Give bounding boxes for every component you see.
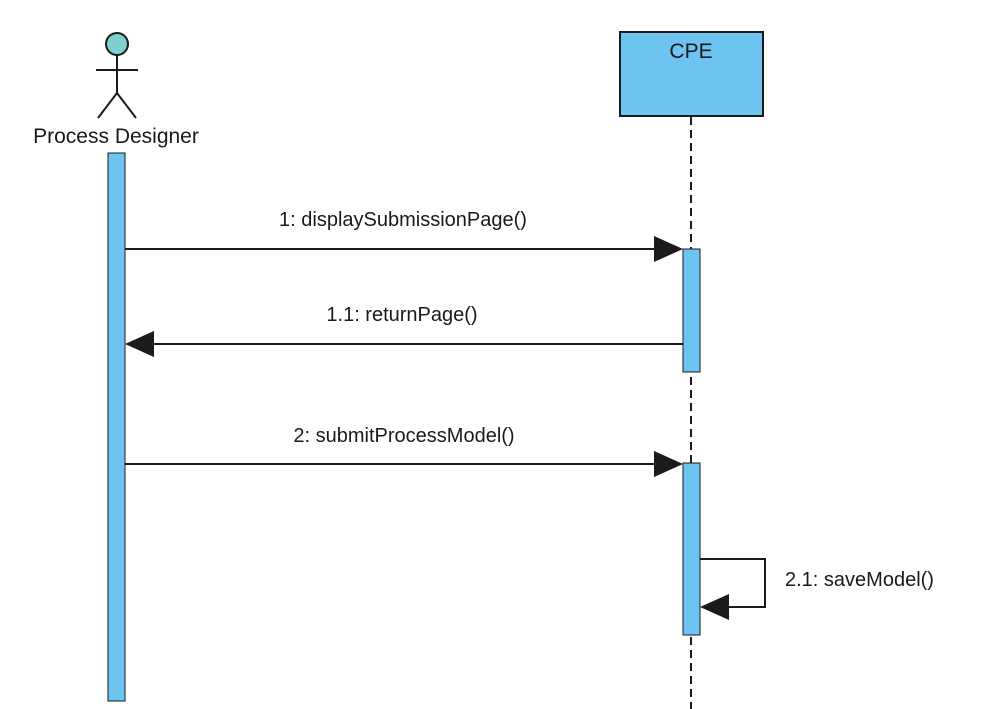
cpe-activation-bar-1 — [682, 248, 701, 373]
designer-activation-bar — [107, 152, 126, 702]
actor-label: Process Designer — [33, 125, 199, 148]
actor-head — [105, 32, 129, 56]
message-1-label: 1: displaySubmissionPage() — [279, 209, 527, 231]
message-1-1-arrowhead — [125, 331, 154, 357]
message-1-1: 1.1: returnPage() — [125, 304, 683, 357]
actor-right-leg — [116, 92, 137, 119]
message-1-arrowhead — [654, 236, 683, 262]
actor-process-designer: Process Designer — [33, 32, 199, 148]
message-2: 2: submitProcessModel() — [125, 425, 683, 477]
message-2-label: 2: submitProcessModel() — [293, 425, 514, 447]
actor-left-leg — [97, 92, 118, 119]
message-1-1-label: 1.1: returnPage() — [326, 304, 477, 326]
cpe-activation-bar-2 — [682, 462, 701, 636]
participant-cpe: CPE — [619, 31, 764, 117]
cpe-label: CPE — [669, 40, 712, 63]
message-2-1-label: 2.1: saveModel() — [785, 569, 934, 591]
cpe-box — [619, 31, 764, 117]
message-2-1-line — [700, 558, 766, 608]
message-2-arrowhead — [654, 451, 683, 477]
message-2-1-arrowhead — [700, 594, 729, 620]
message-2-1: 2.1: saveModel() — [700, 558, 934, 620]
message-1: 1: displaySubmissionPage() — [125, 209, 683, 262]
